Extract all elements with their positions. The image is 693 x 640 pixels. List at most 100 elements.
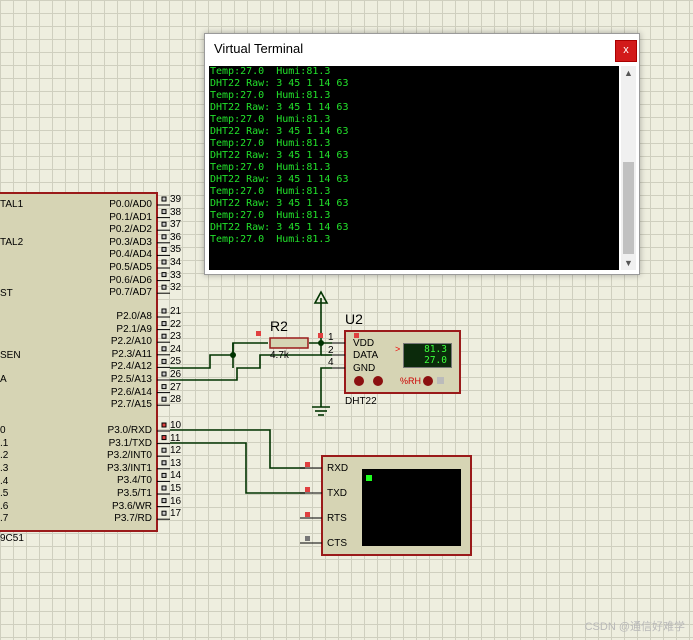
mcu-pin-marker	[161, 259, 167, 265]
mcu-pin-marker	[161, 209, 167, 215]
power-vcc-symbol[interactable]	[313, 290, 329, 304]
terminal-line: Temp:27.0 Humi:81.3	[210, 186, 331, 197]
unit-label: %RH	[400, 376, 422, 386]
mcu-pin-label: P0.0/AD0	[109, 199, 152, 210]
mcu-pin-marker	[161, 234, 167, 240]
mcu-pin-marker	[161, 447, 167, 453]
mcu-pin-label: P0.2/AD2	[109, 224, 152, 236]
mcu-pin-label: P2.5/A13	[110, 374, 152, 385]
sensor-arrow: >	[395, 344, 401, 354]
mcu-left-pin-label: .5	[0, 488, 9, 499]
mcu-pin-number: 33	[170, 269, 182, 281]
mcu-pin-marker	[161, 371, 167, 377]
mcu-pin-marker	[161, 196, 167, 202]
dht22-indicator	[437, 377, 444, 384]
ground-symbol[interactable]	[312, 406, 330, 416]
mcu-body[interactable]	[0, 192, 158, 532]
mcu-pin-marker	[161, 498, 167, 504]
humidity-display: 81.3	[424, 344, 447, 355]
mcu-left-pin-label: A	[0, 374, 7, 385]
mcu-pin-number: 34	[170, 257, 182, 268]
mcu-pin-marker	[161, 510, 167, 516]
sensor-pin-num: 2	[328, 345, 334, 356]
temperature-display: 27.0	[424, 355, 447, 366]
mcu-pin-number: 36	[170, 231, 182, 243]
mcu-left-pin-label: .7	[0, 513, 9, 524]
mcu-pin-marker	[161, 333, 167, 339]
mcu-left-pin-label: .6	[0, 501, 9, 512]
mcu-pin-marker	[161, 384, 167, 390]
mcu-pin-label: P3.0/RXD	[107, 425, 152, 436]
mcu-pin-label: P3.2/INT0	[106, 450, 152, 462]
terminal-line: DHT22 Raw: 3 45 1 14 63	[210, 222, 349, 233]
mcu-left-pin-label: .1	[0, 438, 9, 449]
close-button[interactable]: x	[615, 40, 637, 62]
resistor-ref: R2	[270, 318, 288, 334]
uart-pin-rts: RTS	[327, 513, 347, 524]
mcu-pin-label: P0.7/AD7	[109, 287, 152, 299]
sensor-pin-gnd: GND	[353, 363, 376, 374]
mcu-pin-label: P0.3/AD3	[109, 236, 152, 248]
mcu-pin-number: 21	[170, 306, 182, 317]
terminal-line: Temp:27.0 Humi:81.3	[210, 90, 331, 101]
sensor-ref: U2	[345, 311, 363, 327]
mcu-left-pin-label: SEN	[0, 350, 21, 361]
sensor-pin-num: 1	[328, 332, 334, 343]
mcu-pin-number: 10	[170, 420, 182, 431]
mcu-pin-number: 28	[170, 394, 182, 406]
pin-markers	[256, 331, 359, 541]
mcu-pin-label: P3.6/WR	[111, 500, 152, 512]
scroll-down-icon[interactable]: ▼	[624, 258, 633, 268]
mcu-pin-number: 22	[170, 318, 182, 330]
mcu-pin-label: P2.1/A9	[116, 323, 152, 335]
dht22-lcd: 81.3 27.0	[403, 343, 452, 368]
terminal-line: DHT22 Raw: 3 45 1 14 63	[210, 126, 349, 137]
mcu-pin-number: 39	[170, 194, 182, 205]
window-title: Virtual Terminal	[214, 41, 304, 56]
mcu-pin-number: 35	[170, 244, 182, 256]
terminal-line: DHT22 Raw: 3 45 1 14 63	[210, 150, 349, 161]
mcu-left-pin-label: .2	[0, 450, 9, 461]
terminal-line: DHT22 Raw: 3 45 1 14 63	[210, 78, 349, 89]
mcu-pin-number: 11	[170, 432, 181, 444]
mcu-pin-number: 14	[170, 470, 182, 482]
mcu-pin-label: P3.7/RD	[114, 513, 152, 525]
scroll-up-icon[interactable]: ▲	[624, 68, 633, 78]
mcu-pin-number: 38	[170, 206, 182, 218]
mcu-pin-label: P3.3/INT1	[106, 462, 152, 474]
mcu-pin-number: 23	[170, 331, 182, 343]
mcu-pin-number: 24	[170, 343, 182, 355]
mcu-pin-number: 27	[170, 381, 182, 393]
mcu-left-pin-label: 0	[0, 425, 6, 436]
mcu-pin-label: P2.6/A14	[110, 386, 152, 398]
sensor-pin-num: 4	[328, 357, 334, 368]
mcu-pin-marker	[161, 485, 167, 491]
terminal-line: Temp:27.0 Humi:81.3	[210, 210, 331, 221]
terminal-line: Temp:27.0 Humi:81.3	[210, 162, 331, 173]
mcu-pin-number: 26	[170, 369, 182, 380]
mcu-pin-marker	[161, 272, 167, 278]
mcu-left-pin-label: .4	[0, 476, 9, 487]
uart-pin-txd: TXD	[327, 488, 347, 499]
mcu-pin-marker	[161, 246, 167, 252]
mcu-pin-number: 32	[170, 282, 182, 294]
vertical-scrollbar[interactable]: ▲ ▼	[621, 66, 636, 270]
dht22-buttons[interactable]	[354, 376, 433, 386]
mcu-pin-number: 12	[170, 445, 182, 457]
mcu-pin-marker	[161, 472, 167, 478]
terminal-line: DHT22 Raw: 3 45 1 14 63	[210, 102, 349, 113]
scroll-thumb[interactable]	[623, 162, 634, 254]
mcu-pin-number: 13	[170, 457, 182, 469]
mcu-pin-marker	[161, 422, 167, 428]
mcu-pin-label: P2.2/A10	[110, 336, 152, 348]
mcu-pin-marker	[161, 308, 167, 314]
mcu-pin-label: P2.0/A8	[116, 311, 152, 322]
resistor-r2[interactable]	[269, 337, 309, 349]
mcu-pin-label: P2.3/A11	[111, 348, 152, 360]
mcu-pin-marker	[161, 321, 167, 327]
junction-dot	[230, 352, 236, 358]
uart-terminal-cursor	[366, 475, 372, 481]
